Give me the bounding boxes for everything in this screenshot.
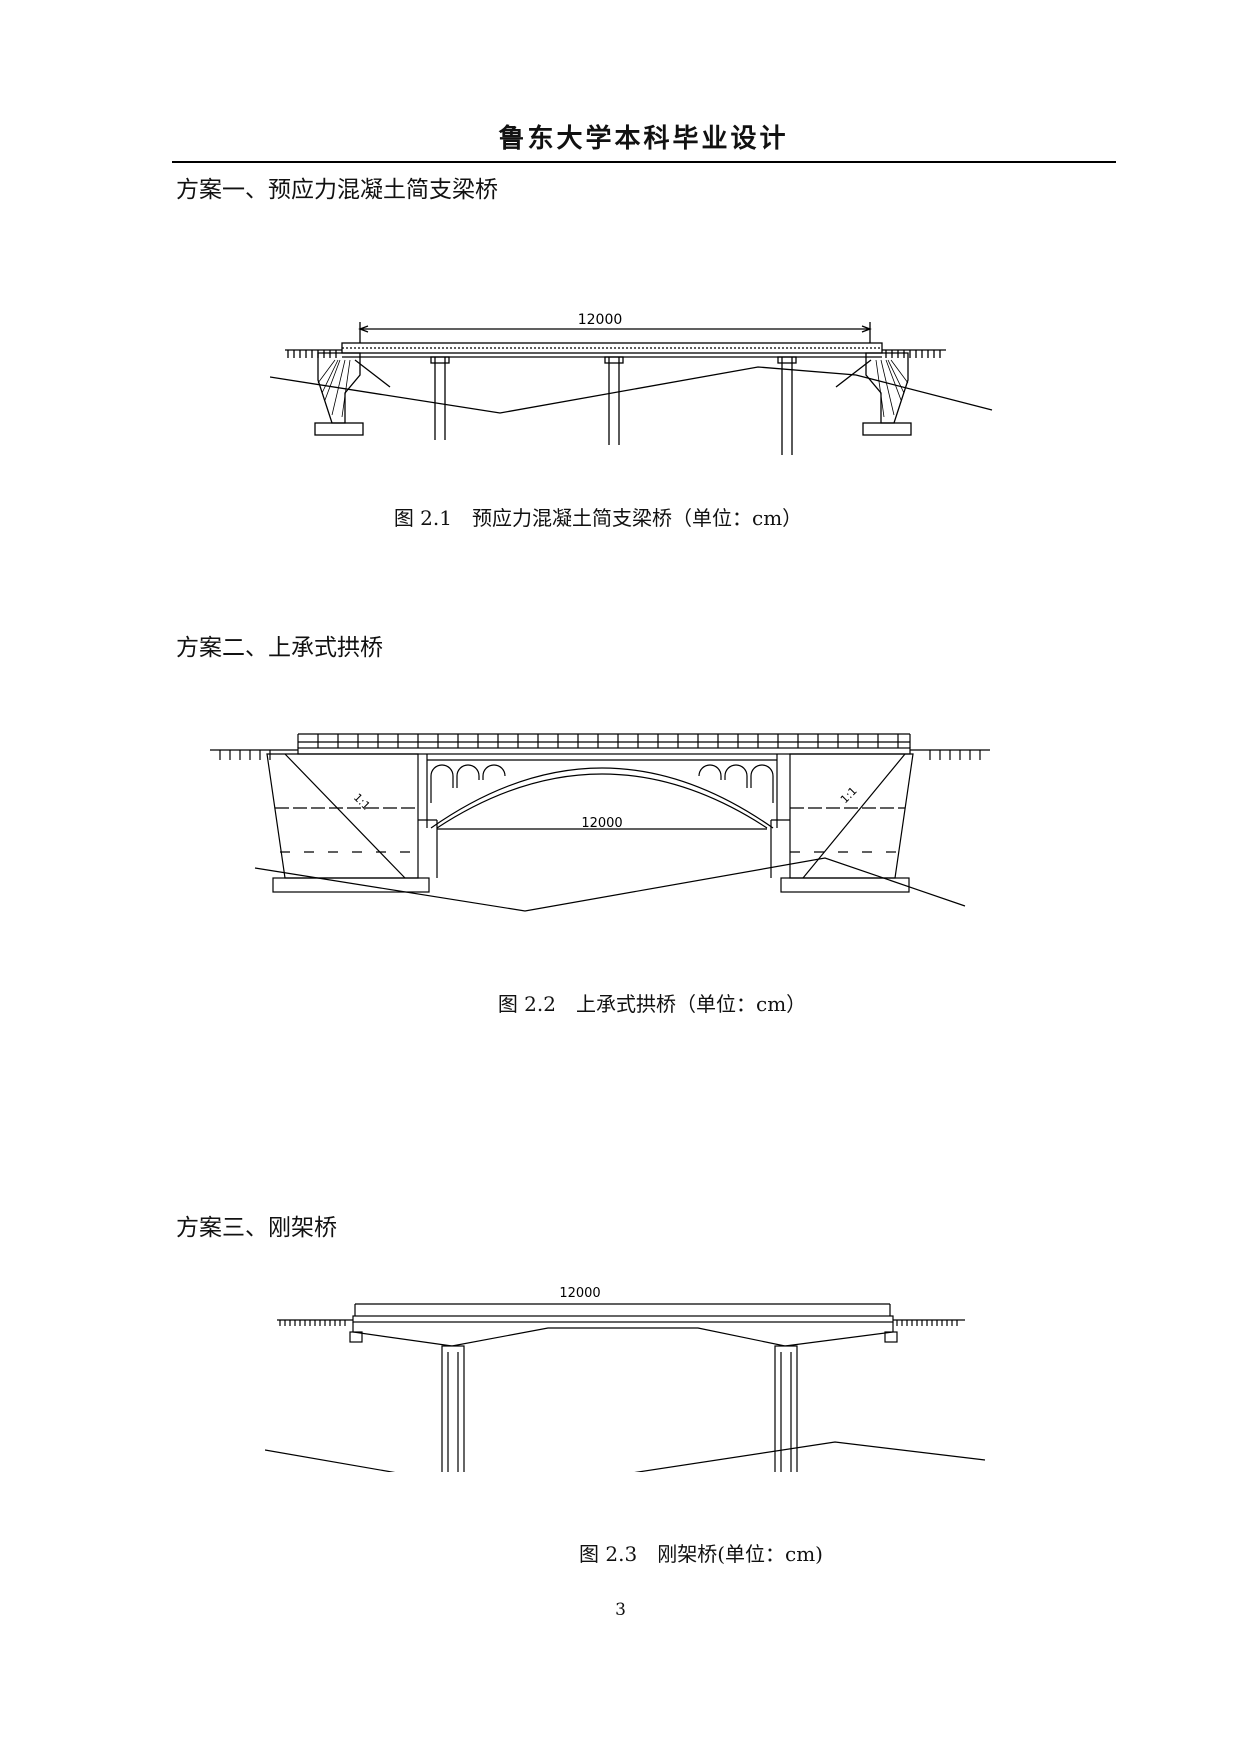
span-dimension-label: 12000	[578, 312, 623, 328]
figure-simply-supported-beam-bridge: 12000	[270, 312, 993, 455]
left-abutment	[266, 753, 419, 879]
span-dimension-label: 12000	[559, 1286, 600, 1301]
bridge-deck	[297, 747, 911, 755]
scheme-3-title: 方案三、刚架桥	[176, 1215, 337, 1241]
header-rule	[172, 161, 1116, 163]
page-header-title: 鲁东大学本科毕业设计	[498, 124, 789, 154]
ground-profile	[265, 1441, 986, 1472]
figure-deck-arch-bridge: 1:1 1:1 12000	[210, 733, 990, 912]
main-arch-upper	[430, 767, 774, 829]
ground-profile	[270, 366, 993, 414]
piers	[430, 356, 797, 455]
haunched-girder	[352, 1322, 894, 1347]
railing	[297, 733, 911, 748]
main-arch-lower	[436, 773, 768, 829]
page-number: 3	[615, 1600, 626, 1620]
figure-2-3-caption: 图 2.3 刚架桥(单位：cm)	[579, 1542, 823, 1566]
bridge-deck	[352, 1315, 894, 1323]
right-abutment	[789, 753, 914, 879]
right-slope-label: 1:1	[838, 784, 860, 806]
spandrel-arches-left	[430, 764, 506, 803]
piers	[441, 1345, 798, 1472]
left-abutment	[317, 352, 361, 424]
figure-2-1-caption: 图 2.1 预应力混凝土简支梁桥（单位：cm）	[393, 506, 803, 530]
scheme-1-title: 方案一、预应力混凝土简支梁桥	[176, 177, 498, 203]
span-dimension-label: 12000	[581, 816, 622, 831]
figure-rigid-frame-bridge: 12000	[265, 1286, 986, 1472]
left-slope-label: 1:1	[351, 791, 373, 813]
scheme-2-title: 方案二、上承式拱桥	[176, 635, 383, 661]
spandrel-arches-right	[698, 764, 774, 803]
figure-2-2-caption: 图 2.2 上承式拱桥（单位：cm）	[497, 992, 807, 1016]
ground-profile	[254, 857, 966, 912]
